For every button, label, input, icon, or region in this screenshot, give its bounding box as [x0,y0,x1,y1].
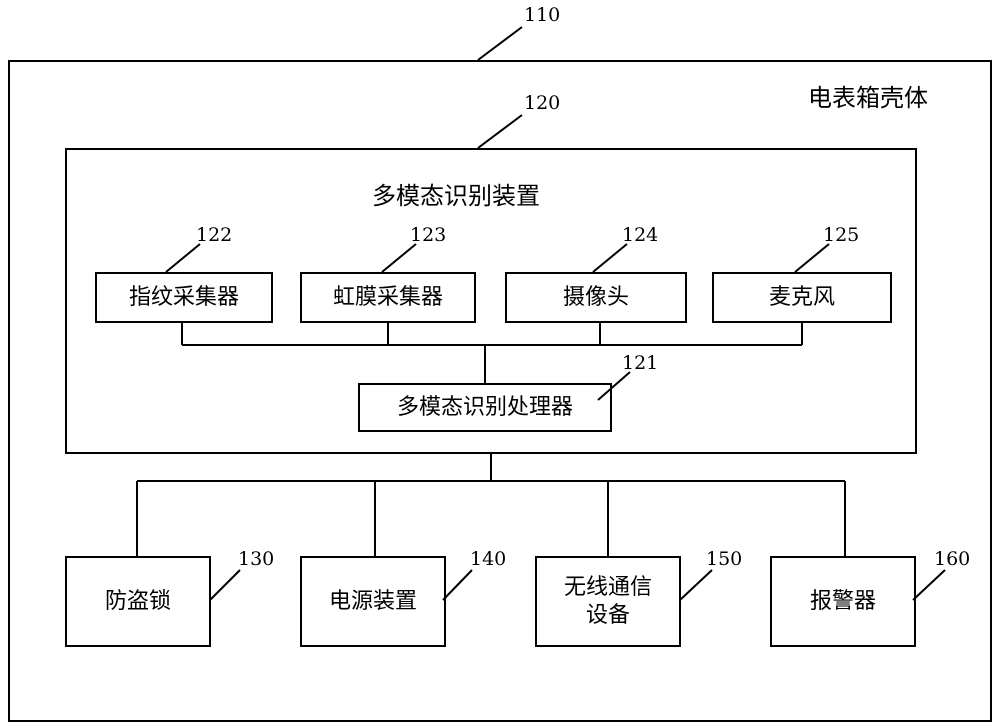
iris-collector-ref: 123 [410,224,447,246]
leader-110 [477,26,523,61]
anti-theft-lock-box: 防盗锁 [65,556,211,647]
leader-123 [381,243,417,273]
housing-box [8,60,992,722]
recognition-device-label: 多模态识别装置 [372,182,540,210]
alarm-ref: 160 [934,548,971,570]
leader-122 [165,243,201,273]
leader-150 [679,569,713,601]
leader-121 [597,371,631,401]
microphone-ref: 125 [823,224,860,246]
leader-130 [209,569,241,601]
fingerprint-collector-box: 指纹采集器 [95,272,273,323]
iris-collector-box: 虹膜采集器 [300,272,476,323]
recognition-device-ref: 120 [524,92,561,114]
recognition-device-box [65,148,917,454]
wireless-communication-ref: 150 [706,548,743,570]
camera-ref: 124 [622,224,659,246]
leader-140 [442,569,473,601]
camera-box: 摄像头 [505,272,687,323]
leader-125 [794,243,830,273]
wireless-communication-box: 无线通信 设备 [535,556,681,647]
microphone-box: 麦克风 [712,272,892,323]
power-device-box: 电源装置 [300,556,446,647]
anti-theft-lock-ref: 130 [238,548,275,570]
leader-120 [477,114,523,149]
processor-ref: 121 [622,352,659,374]
leader-160 [912,569,946,601]
alarm-box: 报警器 [770,556,916,647]
processor-box: 多模态识别处理器 [358,383,612,432]
power-device-ref: 140 [470,548,507,570]
fingerprint-collector-ref: 122 [196,224,233,246]
housing-ref: 110 [524,4,561,26]
leader-124 [592,243,628,273]
housing-label: 电表箱壳体 [808,84,928,112]
